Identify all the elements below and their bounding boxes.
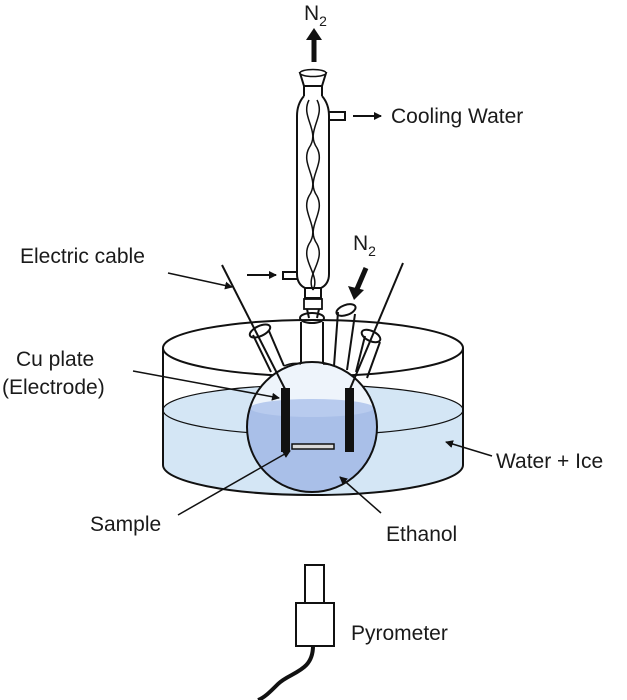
condenser <box>282 68 346 319</box>
electric-cable-pointer <box>167 272 233 290</box>
sample-pointer <box>177 450 291 516</box>
sample-plate <box>291 443 335 450</box>
n2-in-arrow <box>354 267 369 290</box>
electric-cable-left <box>221 264 286 390</box>
cu-electrode-left <box>281 388 290 452</box>
pyrometer <box>257 564 335 700</box>
label-water-ice: Water + Ice <box>496 450 603 473</box>
cu-electrode-right <box>345 388 354 452</box>
label-n2-out: N2 <box>304 2 327 29</box>
cu-plate-pointer <box>132 370 280 401</box>
condenser-coil <box>306 99 316 291</box>
label-sample: Sample <box>90 513 161 536</box>
label-ethanol: Ethanol <box>386 523 457 546</box>
label-cu-plate: Cu plate <box>16 348 94 371</box>
electric-cable-right <box>349 262 404 390</box>
pyrometer-cable <box>257 645 315 700</box>
label-cooling-water: Cooling Water <box>391 105 523 128</box>
condenser-coil-2 <box>310 99 320 291</box>
label-n2-in: N2 <box>353 232 376 259</box>
label-electric-cable: Electric cable <box>20 245 145 268</box>
ethanol-pointer <box>339 476 382 514</box>
label-pyrometer: Pyrometer <box>351 622 448 645</box>
water-ice-pointer <box>445 440 493 457</box>
label-electrode: (Electrode) <box>2 376 105 399</box>
